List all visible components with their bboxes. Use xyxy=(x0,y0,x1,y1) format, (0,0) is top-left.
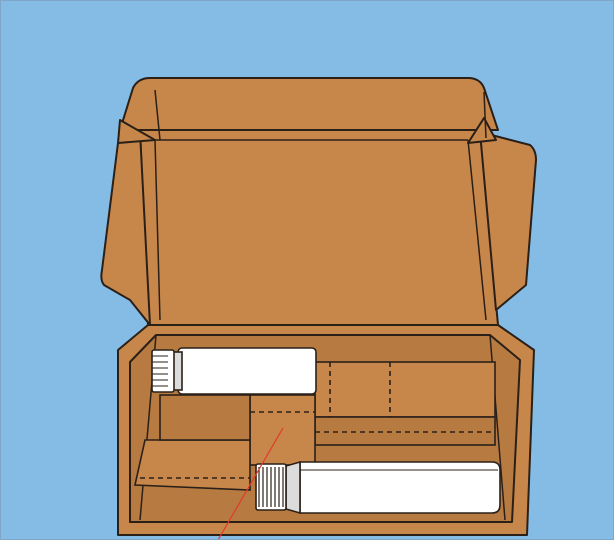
bottle-bottom-shoulder xyxy=(286,462,300,513)
bottle-top xyxy=(152,348,316,394)
insert-block-back-left xyxy=(160,395,250,440)
cap-ridges-bottom xyxy=(259,467,283,507)
box-lid xyxy=(101,78,536,325)
insert-block-right xyxy=(315,362,495,417)
bottle-bottom xyxy=(256,462,500,513)
lid-top-flap xyxy=(120,78,498,130)
insert-block-left xyxy=(135,440,250,490)
bottle-top-body xyxy=(178,348,316,394)
lid-panel xyxy=(140,130,498,325)
insert-block-lower-right xyxy=(315,417,495,445)
